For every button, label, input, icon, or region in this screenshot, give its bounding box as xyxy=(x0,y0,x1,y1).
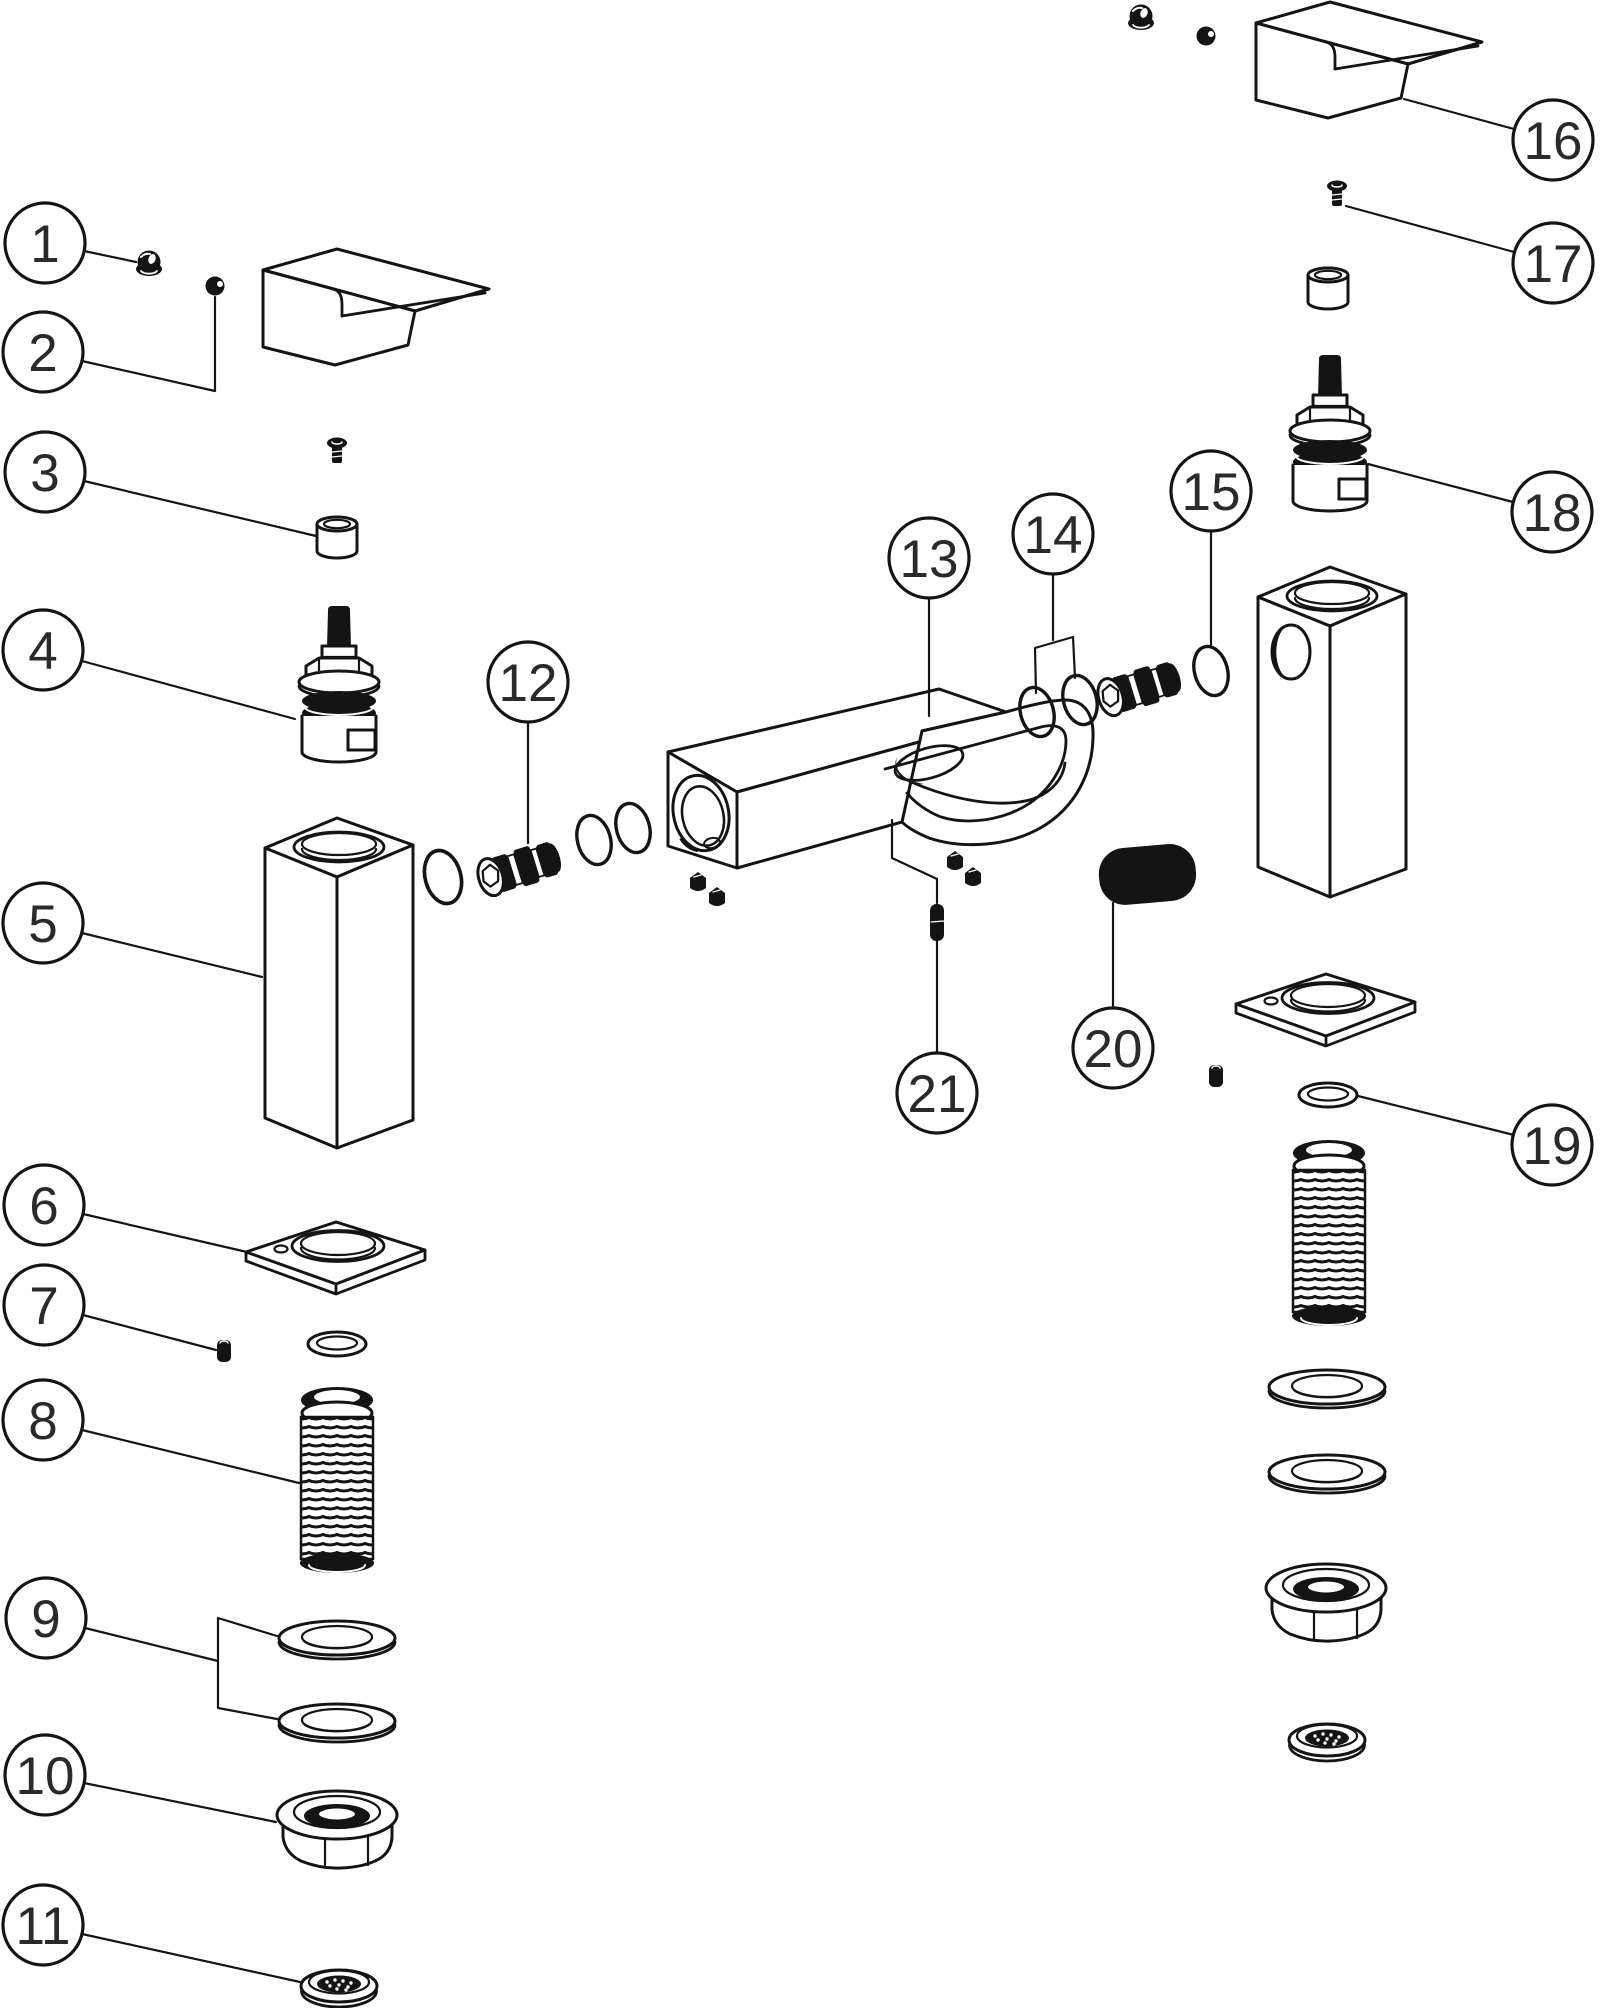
callout-5: 5 xyxy=(1,881,85,965)
callout-14: 14 xyxy=(1011,492,1095,576)
o-ring xyxy=(1186,640,1236,702)
callout-11: 11 xyxy=(1,1883,85,1967)
callout-9: 9 xyxy=(4,1576,88,1660)
square-base-flange-left xyxy=(244,1220,427,1296)
callout-13: 13 xyxy=(887,516,971,600)
svg-text:5: 5 xyxy=(28,895,57,954)
svg-text:4: 4 xyxy=(28,622,57,681)
svg-text:9: 9 xyxy=(31,1590,60,1649)
callout-3: 3 xyxy=(3,430,87,514)
o-ring-flat-left xyxy=(306,1330,368,1358)
svg-text:2: 2 xyxy=(28,324,57,383)
callout-8: 8 xyxy=(1,1378,85,1462)
svg-text:7: 7 xyxy=(29,1277,58,1336)
svg-text:20: 20 xyxy=(1084,1020,1143,1079)
flow-insert-right xyxy=(1287,1722,1367,1763)
locating-pin xyxy=(930,904,945,941)
handle-bush xyxy=(315,515,359,560)
flow-straightener xyxy=(1098,844,1197,905)
spout-body xyxy=(666,687,1095,870)
threaded-shank-right xyxy=(1290,1138,1368,1328)
flow-insert-left xyxy=(299,1968,379,2008)
o-ring-small xyxy=(416,844,470,910)
lever-handle-right xyxy=(1254,0,1484,120)
svg-text:14: 14 xyxy=(1024,506,1083,565)
svg-text:1: 1 xyxy=(30,215,59,274)
svg-text:12: 12 xyxy=(499,654,558,713)
svg-text:16: 16 xyxy=(1524,112,1583,171)
callout-16: 16 xyxy=(1511,98,1595,182)
callout-19: 19 xyxy=(1510,1103,1594,1187)
inlet-connector-right xyxy=(1092,656,1187,721)
o-ring-flat-right xyxy=(1297,1081,1359,1109)
callout-15: 15 xyxy=(1169,449,1253,533)
callout-21: 21 xyxy=(895,1051,979,1135)
o-ring xyxy=(569,809,619,871)
svg-text:19: 19 xyxy=(1523,1117,1582,1176)
callout-10: 10 xyxy=(3,1733,87,1817)
lever-handle-left xyxy=(261,247,491,367)
column-side-port xyxy=(1270,623,1312,681)
handle-screw-left xyxy=(326,436,348,464)
handle-indicator-ball-right xyxy=(1196,26,1216,46)
handle-bush-right xyxy=(1306,266,1350,311)
set-screw xyxy=(946,850,964,871)
washer-right-upper xyxy=(1267,1368,1387,1410)
valve-cartridge-left xyxy=(297,604,381,764)
square-base-flange-right xyxy=(1234,972,1417,1048)
svg-text:6: 6 xyxy=(29,1177,58,1236)
svg-text:17: 17 xyxy=(1524,235,1583,294)
washer-left-upper xyxy=(277,1619,397,1661)
set-screw xyxy=(708,886,726,907)
svg-text:3: 3 xyxy=(30,444,59,503)
handle-screw-right xyxy=(1326,179,1348,207)
svg-text:18: 18 xyxy=(1523,484,1582,543)
washer-left-lower xyxy=(277,1702,397,1744)
svg-text:10: 10 xyxy=(16,1747,75,1806)
callout-4: 4 xyxy=(1,608,85,692)
handle-fixing-nut xyxy=(135,249,163,277)
handle-indicator-ball xyxy=(205,276,225,296)
set-screw xyxy=(964,866,982,887)
svg-text:15: 15 xyxy=(1182,463,1241,522)
backnut-right xyxy=(1264,1562,1388,1643)
callout-6: 6 xyxy=(2,1163,86,1247)
callout-12: 12 xyxy=(486,640,570,724)
callout-1: 1 xyxy=(3,201,87,285)
valve-cartridge-right xyxy=(1288,353,1372,513)
leader-lines xyxy=(80,97,1516,1984)
svg-text:11: 11 xyxy=(15,1897,70,1956)
grub-screw-right xyxy=(1208,1064,1224,1088)
callout-18: 18 xyxy=(1510,470,1594,554)
callout-17: 17 xyxy=(1511,221,1595,305)
handle-fixing-nut-right xyxy=(1127,3,1155,31)
svg-text:21: 21 xyxy=(908,1065,967,1124)
callout-20: 20 xyxy=(1071,1006,1155,1090)
backnut-left xyxy=(275,1789,399,1870)
valve-body-column-right xyxy=(1256,565,1408,899)
inlet-connector-left xyxy=(472,836,567,901)
svg-text:8: 8 xyxy=(28,1392,57,1451)
threaded-shank-left xyxy=(298,1385,376,1575)
valve-body-column-left xyxy=(263,816,415,1150)
set-screw xyxy=(689,871,707,892)
washer-right-lower xyxy=(1267,1453,1387,1495)
callout-7: 7 xyxy=(2,1263,86,1347)
callout-2: 2 xyxy=(1,310,85,394)
svg-text:13: 13 xyxy=(900,530,959,589)
o-ring xyxy=(608,797,658,859)
grub-screw-left xyxy=(216,1339,232,1363)
